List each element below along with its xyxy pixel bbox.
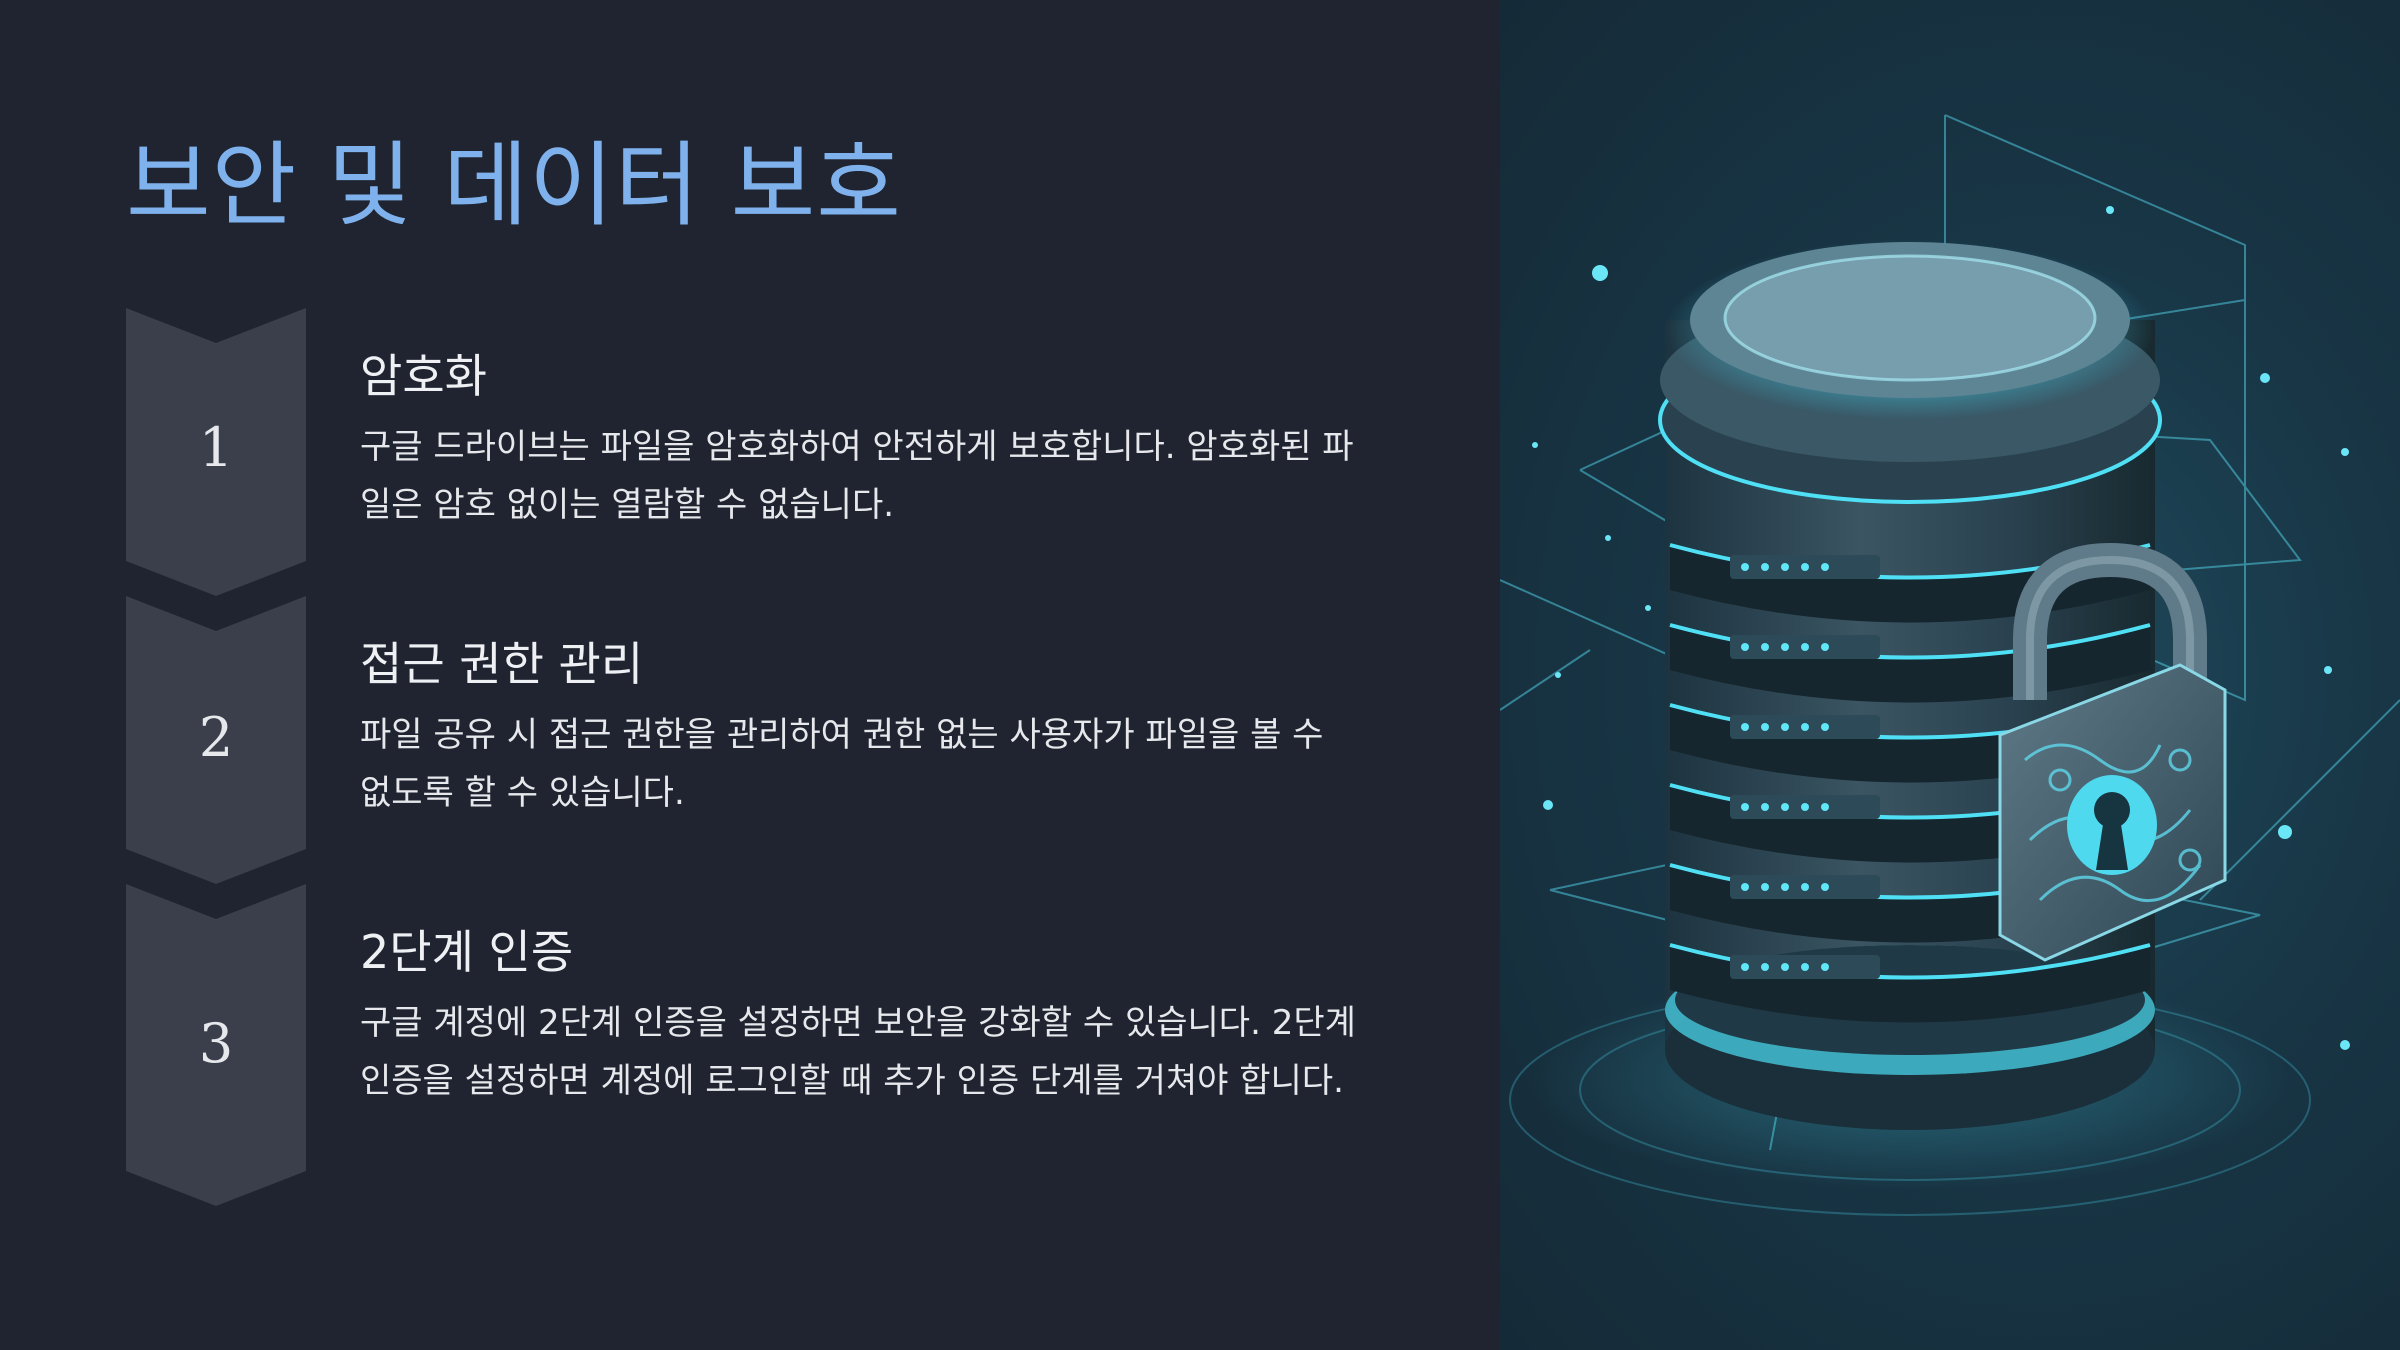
step-chevron: 2 — [126, 596, 306, 884]
database-server-icon — [1658, 240, 2162, 1130]
step-description: 구글 드라이브는 파일을 암호화하여 안전하게 보호합니다. 암호화된 파일은 … — [360, 427, 1354, 525]
chevron-shape — [126, 884, 306, 1206]
step-chevron: 3 — [126, 884, 306, 1206]
step-title: 2단계 인증 — [360, 925, 574, 979]
chevron-shape — [126, 596, 306, 884]
step-number: 3 — [198, 1012, 234, 1075]
step-description: 파일 공유 시 접근 권한을 관리하여 권한 없는 사용자가 파일을 볼 수 없… — [360, 715, 1324, 813]
step-title: 암호화 — [360, 349, 487, 403]
step-chevron: 1 — [126, 308, 306, 596]
step-title: 접근 권한 관리 — [360, 637, 644, 691]
step-number: 2 — [198, 706, 234, 769]
padlock-icon — [1998, 542, 2227, 962]
step-number: 1 — [198, 416, 234, 479]
illustration-panel — [1500, 0, 2400, 1350]
step-description: 구글 계정에 2단계 인증을 설정하면 보안을 강화할 수 있습니다. 2단계 … — [360, 1003, 1356, 1101]
security-illustration — [1500, 114, 2400, 1216]
chevron-shape — [126, 308, 306, 596]
slide-title: 보안 및 데이터 보호 — [126, 132, 902, 239]
content-panel: 보안 및 데이터 보호 1 암호화 구글 드라이브는 파일을 암호화하여 안전하… — [126, 132, 1356, 1206]
